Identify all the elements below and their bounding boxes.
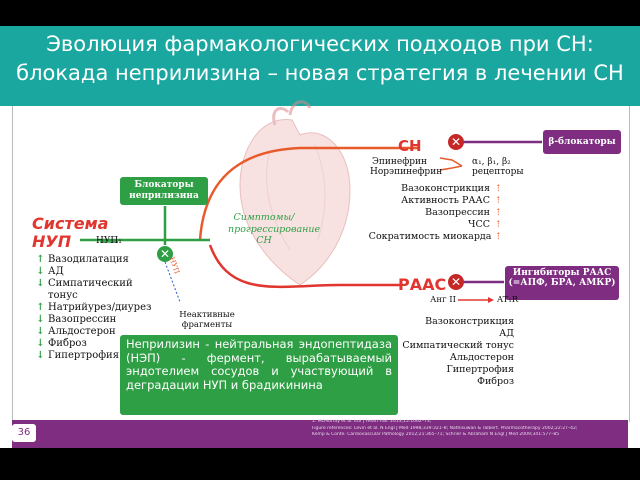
raas-effect: Фиброз bbox=[477, 376, 514, 387]
nps-block-icon: ✕ bbox=[157, 246, 173, 262]
nps-effect: ↑Натрийурез/диурез bbox=[36, 302, 152, 313]
sns-block-icon: ✕ bbox=[448, 134, 464, 150]
up-arrow-icon: ↑ bbox=[36, 254, 45, 265]
down-arrow-icon: ↓ bbox=[36, 266, 45, 277]
down-arrow-icon: ↓ bbox=[36, 338, 45, 349]
down-arrow-icon: ↓ bbox=[36, 278, 45, 289]
down-arrow-icon: ↓ bbox=[36, 350, 45, 361]
up-arrow-icon: ⇡ bbox=[494, 196, 502, 206]
sns-agonist-1: Эпинефрин bbox=[372, 157, 428, 167]
nps-effect: ↑Вазодилатация bbox=[36, 254, 129, 265]
down-arrow-icon: ↓ bbox=[36, 326, 45, 337]
inactive-fragments-label: Неактивные фрагменты bbox=[179, 310, 235, 330]
sns-effect: ЧСС⇡ bbox=[468, 219, 502, 230]
references: 1. McMurray et al. Eur J Heart Fail. 201… bbox=[312, 419, 628, 439]
neprilysin-definition: Неприлизин - нейтральная эндопептидаза (… bbox=[120, 335, 398, 415]
symptoms-label: Симптомы/ прогрессирование СН bbox=[228, 212, 321, 246]
up-arrow-icon: ⇡ bbox=[494, 208, 502, 218]
beta-blockers-box: β-блокаторы bbox=[543, 130, 621, 154]
raas-label: РААС bbox=[398, 275, 447, 294]
reference-line: Kemp & Conte. Cardiovascular Pathology 2… bbox=[312, 432, 560, 437]
nps-effect: ↓Гипертрофия bbox=[36, 350, 120, 361]
raas-effect: АД bbox=[499, 328, 514, 339]
nps-inactive-label: НУП₁ bbox=[96, 236, 122, 246]
raas-effect: Симпатический тонус bbox=[402, 340, 514, 351]
raas-block-icon: ✕ bbox=[448, 274, 464, 290]
reference-line: Figure references: Levin et al. N Engl J… bbox=[312, 425, 578, 431]
at1r-label: AT₁R bbox=[497, 295, 519, 305]
raas-effect: Альдостерон bbox=[449, 352, 514, 363]
slide-number: 36 bbox=[12, 424, 36, 442]
sns-effect: Сократимость миокарда⇡ bbox=[368, 231, 502, 242]
bottom-band bbox=[0, 448, 640, 480]
reference-line: 1. McMurray et al. Eur J Heart Fail. 201… bbox=[312, 419, 432, 424]
sns-receptors: α₁, β₁, β₂ рецепторы bbox=[472, 157, 524, 177]
raas-effect: Вазоконстрикция bbox=[425, 316, 514, 327]
nps-effect: ↓Вазопрессин bbox=[36, 314, 117, 325]
up-arrow-icon: ↑ bbox=[36, 302, 45, 313]
sns-effect: Активность РААС⇡ bbox=[401, 195, 502, 206]
up-arrow-icon: ⇡ bbox=[494, 232, 502, 242]
sns-effect: Вазопрессин⇡ bbox=[425, 207, 502, 218]
sns-label: СН bbox=[398, 137, 422, 155]
nps-effect: ↓Альдостерон bbox=[36, 326, 116, 337]
neprilysin-blockers-box: Блокаторы неприлизина bbox=[120, 177, 208, 205]
down-arrow-icon: ↓ bbox=[36, 314, 45, 325]
raas-effects-list: Вазоконстрикция АД Симпатический тонус А… bbox=[392, 316, 514, 388]
raas-effect: Гипертрофия bbox=[446, 364, 514, 375]
sns-agonist-2: Норэпинефрин bbox=[370, 167, 443, 177]
up-arrow-icon: ⇡ bbox=[494, 220, 502, 230]
up-arrow-icon: ⇡ bbox=[494, 184, 502, 194]
slide-title: Эволюция фармакологических подходов при … bbox=[16, 32, 624, 85]
header-bar bbox=[0, 26, 640, 106]
ang-ii-label: Анг II bbox=[430, 295, 456, 305]
nps-effects-list: ↑Вазодилатация ↓АД ↓Симпатический тонус … bbox=[36, 254, 151, 362]
footer-band bbox=[12, 420, 628, 448]
sns-effects-list: Вазоконстрикция⇡ Активность РААС⇡ Вазопр… bbox=[368, 183, 502, 243]
nps-effect: ↓Симпатический тонус bbox=[36, 278, 133, 301]
nps-effect: ↓Фиброз bbox=[36, 338, 87, 349]
nps-effect: ↓АД bbox=[36, 266, 64, 277]
raas-inhibitors-box: Ингибиторы РААС (=АПФ, БРА, АМКР) bbox=[505, 266, 619, 300]
top-band bbox=[0, 0, 640, 26]
nps-system-label: Система НУП bbox=[32, 214, 109, 251]
sns-effect: Вазоконстрикция⇡ bbox=[401, 183, 502, 194]
heart-illustration bbox=[239, 100, 351, 286]
